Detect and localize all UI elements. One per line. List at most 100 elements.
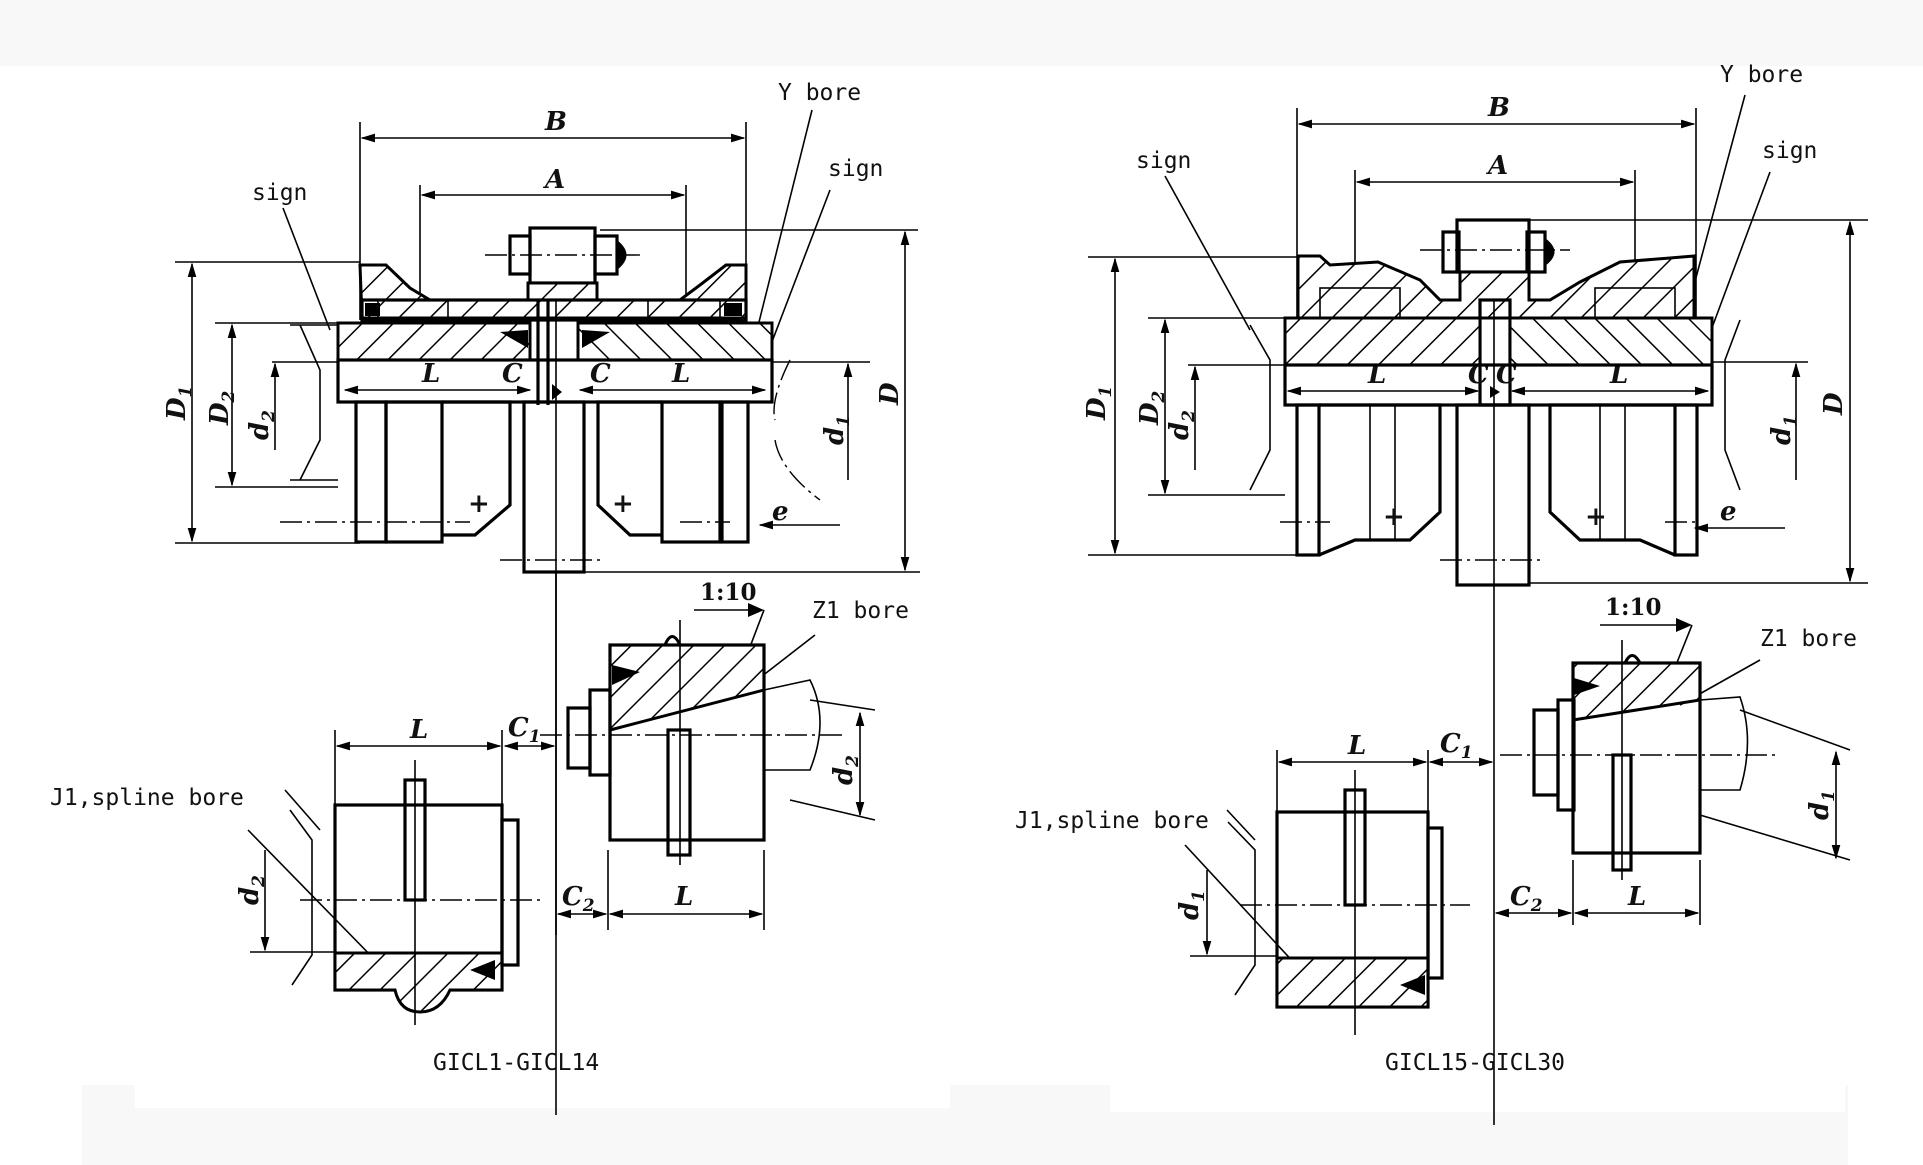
- dim-a-label-r: A: [1485, 151, 1508, 181]
- dim-z1-d-r: d1: [1805, 790, 1839, 820]
- taper-arrow: [748, 603, 764, 617]
- dim-d2-small: d2: [245, 410, 279, 440]
- dim-l-right: L: [671, 359, 690, 389]
- dim-b-label-r: B: [1487, 93, 1510, 123]
- j1-retainer-plate: [500, 818, 520, 967]
- sign-leader-left-r: [1164, 175, 1251, 331]
- sign-leader-right: [764, 189, 831, 361]
- shaft-right-outline-r: [1724, 319, 1741, 491]
- y-bore-label-r: Y bore: [1720, 62, 1803, 88]
- j1-hub-section: [333, 951, 504, 1014]
- hub-body-left: [384, 400, 444, 544]
- dim-l-right-r: L: [1609, 360, 1628, 390]
- caption-left-variant: GICL1-GICL14: [433, 1050, 600, 1076]
- dim-d: D: [875, 382, 905, 406]
- dim-b-label: B: [544, 107, 567, 137]
- taper-ratio-label: 1:10: [700, 579, 757, 606]
- dim-d1: D1: [162, 386, 196, 421]
- left-coupling-assembly: B A Y bore sign sign: [50, 80, 920, 1115]
- bolt-nut-dome: [617, 240, 627, 270]
- flange-right: [720, 400, 750, 544]
- dim-l-left: L: [421, 359, 440, 389]
- sign-label-right: sign: [828, 156, 883, 182]
- shaft-left-outline: [290, 324, 338, 481]
- dim-c-right-r: C: [1496, 360, 1517, 390]
- j1-label-leader: [284, 789, 321, 831]
- outer-sleeve-section: [358, 263, 748, 320]
- bolt-washer-left-r: [1441, 230, 1461, 274]
- center-flange: [522, 400, 586, 574]
- dim-j1-d-r: d1: [1175, 890, 1209, 920]
- j1-shaft-outline: [289, 809, 313, 986]
- bolt-nut-dome-r: [1545, 238, 1555, 266]
- dim-j1-d: d2: [235, 875, 269, 905]
- z1-retainer-bolt: [566, 706, 592, 770]
- dim-d2-small-r: d2: [1165, 410, 1199, 440]
- center-bolt-head-r: [1455, 218, 1531, 274]
- dim-l-left-r: L: [1367, 360, 1386, 390]
- flange-right-r: [1673, 403, 1699, 557]
- j1-shaft-outline-r: [1227, 821, 1256, 996]
- plus-mark-left-r: +: [1383, 502, 1405, 532]
- hub-body-left-r: [1318, 403, 1442, 557]
- dim-d1-small-r: d1: [1767, 415, 1801, 445]
- y-bore-leader-r: [1689, 94, 1746, 301]
- z1-hub-section: [608, 635, 766, 732]
- j1-spline-bore-label-r: J1,spline bore: [1015, 808, 1209, 834]
- caption-right-variant: GICL15-GICL30: [1385, 1050, 1566, 1076]
- dim-d-r: D: [1819, 392, 1849, 416]
- z1-d-extension-top-r: [1739, 709, 1851, 751]
- flange-left: [354, 400, 388, 544]
- dim-c2-r: C2: [1510, 882, 1543, 916]
- j1-retainer-plate-r: [1426, 826, 1444, 980]
- sign-label-left-r: sign: [1136, 148, 1191, 174]
- z1-bore-label: Z1 bore: [812, 598, 909, 624]
- dim-c-right: C: [590, 359, 611, 389]
- z1-key: [666, 728, 692, 857]
- dim-d2-big-r: D2: [1135, 390, 1169, 426]
- z1-seal-r: [1574, 678, 1600, 695]
- hub-left-section: [336, 321, 532, 362]
- z1-shaft-r: [1699, 696, 1749, 791]
- dim-j1-l: L: [409, 715, 428, 745]
- z1-shaft: [763, 679, 821, 771]
- z1-retainer-bolt-r: [1532, 708, 1560, 797]
- dim-z1-d: d2: [829, 755, 863, 785]
- hub-body-right-r: [1548, 403, 1676, 557]
- z1-d-extension-bottom-r: [1699, 814, 1851, 861]
- j1-hub-section-r: [1275, 956, 1430, 1009]
- j1-seal: [470, 960, 495, 980]
- dim-d2-big: D2: [205, 390, 239, 426]
- z1-retainer-plate: [588, 688, 612, 777]
- taper-ratio-label-r: 1:10: [1605, 594, 1662, 621]
- sign-leader-left: [282, 207, 331, 331]
- right-coupling-assembly: B A Y bore sign sign L C C L: [1015, 62, 1868, 1125]
- outer-sleeve-section-r: [1296, 254, 1696, 320]
- dim-c-left: C: [502, 359, 523, 389]
- z1-bore-leader: [756, 634, 816, 681]
- sign-label-left: sign: [252, 180, 307, 206]
- seal-right: [724, 303, 742, 316]
- dim-j1-l-r: L: [1347, 731, 1366, 761]
- dim-z1-l: L: [674, 882, 693, 912]
- dim-c1: C1: [508, 713, 541, 747]
- dim-d1-small: d1: [820, 415, 854, 445]
- dim-c1-r: C1: [1440, 729, 1473, 763]
- hub-key-left: [500, 330, 528, 348]
- flange-left-r: [1295, 403, 1321, 557]
- j1-label-leader-r: [1226, 809, 1256, 841]
- hub-body-right: [660, 400, 722, 544]
- plus-mark-left: +: [468, 489, 490, 519]
- dim-c-left-r: C: [1468, 360, 1489, 390]
- dim-e-r: e: [1720, 497, 1737, 527]
- sleeve-bolt-channel: [360, 298, 748, 322]
- z1-d2-extension-bottom: [789, 799, 876, 821]
- sleeve-bolt-right: [647, 299, 721, 319]
- z1-d2-extension-top: [809, 699, 876, 711]
- dim-z1-l-r: L: [1627, 882, 1646, 912]
- taper-arrow-r: [1676, 618, 1692, 632]
- z1-seal: [612, 665, 640, 685]
- j1-seal-r: [1400, 975, 1425, 995]
- j1-spline-bore-label: J1,spline bore: [50, 785, 244, 811]
